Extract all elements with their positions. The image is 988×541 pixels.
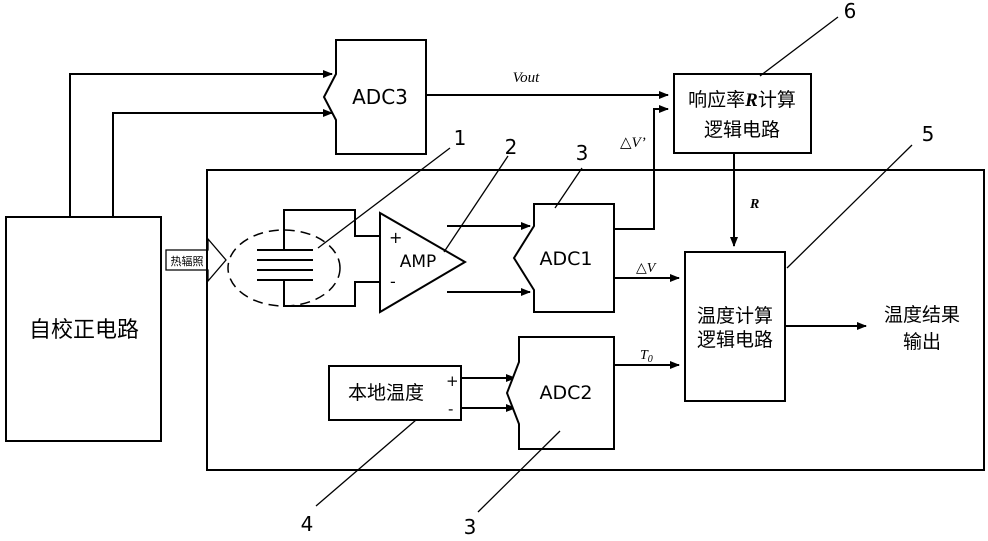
callout-5: 5	[922, 122, 935, 146]
adc3-block	[322, 39, 427, 155]
output-label-line1: 温度结果	[884, 304, 960, 326]
amp-label: AMP	[400, 252, 437, 272]
output-label-line2: 输出	[903, 331, 941, 353]
callout-3b-leader	[477, 430, 561, 513]
t0-label: T0	[640, 348, 653, 365]
temp-calc-label-line1: 温度计算	[697, 305, 773, 327]
amp-plus: +	[389, 228, 402, 247]
callout-3-leader	[554, 167, 583, 209]
callout-3: 3	[576, 141, 589, 165]
response-rate-block	[673, 73, 812, 154]
sensor-wire-bottom	[283, 280, 380, 307]
local-temp-block	[328, 365, 462, 421]
callout-1-leader	[317, 147, 451, 249]
wire-adc1-delta-v-prime	[614, 105, 669, 230]
heat-radiation-label: 热辐照	[171, 254, 204, 268]
r-label: R	[749, 197, 759, 212]
delta-v-prime-label: △V’	[620, 135, 646, 151]
delta-v-label: △V	[636, 261, 657, 276]
amp-minus: -	[390, 272, 396, 291]
callout-4-leader	[315, 419, 417, 507]
local-temp-plus: +	[446, 372, 459, 390]
adc1-label: ADC1	[540, 248, 593, 270]
callout-6-leader	[759, 16, 839, 77]
callout-1: 1	[454, 126, 467, 150]
self-calibration-label: 自校正电路	[29, 318, 139, 343]
heat-radiation-arrow	[165, 237, 227, 283]
temp-calc-label-line2: 逻辑电路	[697, 329, 773, 351]
adc2-block	[505, 336, 615, 450]
response-rate-label-line2: 逻辑电路	[704, 119, 780, 141]
wire-selfcal-adc3-bottom	[112, 109, 333, 217]
vout-label: Vout	[513, 70, 541, 86]
adc2-label: ADC2	[540, 382, 593, 404]
temp-calc-block	[684, 251, 786, 402]
callout-3b: 3	[464, 515, 477, 539]
sensor-wire-top	[283, 209, 380, 250]
local-temp-minus: -	[448, 400, 453, 418]
response-rate-label-line1: 响应率R计算	[688, 89, 796, 111]
local-temp-label: 本地温度	[348, 382, 424, 404]
wire-selfcal-adc3-top	[69, 70, 333, 217]
callout-2: 2	[505, 135, 518, 159]
amp-triangle	[379, 211, 467, 314]
callout-4: 4	[301, 512, 314, 536]
callout-5-leader	[786, 144, 913, 269]
adc3-label: ADC3	[352, 85, 408, 109]
sensor-ellipse	[227, 229, 341, 307]
adc1-block	[512, 203, 615, 313]
self-calibration-block	[5, 216, 162, 442]
callout-6: 6	[844, 0, 857, 23]
callout-2-leader	[443, 155, 509, 253]
